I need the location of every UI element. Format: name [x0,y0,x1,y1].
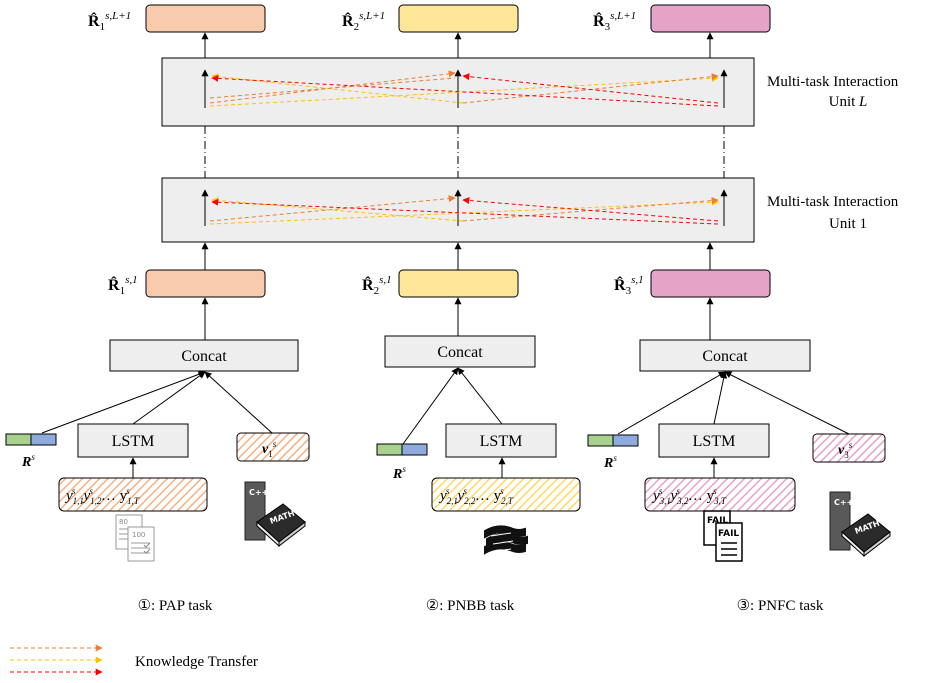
rs-label-1: Rs [21,452,35,470]
top-rep-box-1 [145,4,266,33]
math-book-icon: C++ MATH [829,491,891,558]
rs-block-blue-2 [401,443,428,456]
unit-L-label-line1: Multi-task Interaction [767,74,899,90]
seq-box-2 [431,477,581,512]
fail-papers-icon: FAIL FAIL [703,510,743,562]
legend: Knowledge Transfer [10,644,258,676]
lstm-box-3 [658,423,770,458]
lstm-label-3: LSTM [693,433,736,450]
pap-document-icon: 80 100 [115,514,155,562]
legend-label: Knowledge Transfer [135,654,258,670]
rs-block-blue-1 [30,433,57,446]
seq-box-3 [644,477,796,512]
layer1-representation-row: R̂1s,1 R̂2s,1 R̂3s,1 [108,269,771,298]
rep1-box-1 [145,269,266,298]
top-rep-label-1: R̂1s,L+1 [88,10,131,33]
rs-block-blue-3 [612,434,639,447]
top-rep-label-3: R̂3s,L+1 [593,10,636,33]
top-representation-row: R̂1s,L+1 R̂2s,L+1 R̂3s,L+1 [88,4,771,33]
v-box-3 [812,433,886,463]
rep1-label-2: R̂2s,1 [362,274,392,297]
lstm-box-1 [77,423,189,458]
unit-1-label-line2: Unit 1 [829,216,867,232]
books-stack-icon [484,525,528,555]
top-rep-box-2 [398,4,519,33]
unit-L-label-line2: Unit L [829,94,868,110]
svg-text:80: 80 [119,518,128,526]
lstm-box-2 [445,423,557,458]
svg-text:C++: C++ [834,498,853,507]
svg-text:FAIL: FAIL [718,529,739,539]
v-box-1 [236,432,310,462]
top-rep-box-3 [650,4,771,33]
math-book-icon: C++ MATH [244,481,306,548]
rep1-label-1: R̂1s,1 [108,274,138,297]
concat-box-3 [639,339,811,372]
svg-text:100: 100 [132,531,145,539]
concat-label-3: Concat [702,348,748,365]
rs-label-3: Rs [603,453,617,471]
rs-block-green-1 [5,433,32,446]
concat-box-1 [109,339,299,372]
rs-label-2: Rs [392,464,406,482]
task-caption-2: ②: PNBB task [426,598,515,614]
concat-label-2: Concat [437,344,483,361]
svg-text:C++: C++ [249,488,268,497]
rep1-label-3: R̂3s,1 [614,274,644,297]
lstm-label-2: LSTM [480,433,523,450]
interaction-unit-L [161,57,755,127]
rs-block-green-3 [587,434,614,447]
rep1-box-3 [650,269,771,298]
top-rep-label-2: R̂2s,L+1 [342,10,385,33]
svg-text:FAIL: FAIL [707,516,728,526]
concat-row: Concat Concat Concat [109,335,811,372]
rs-block-green-2 [376,443,403,456]
seq-box-1 [58,477,208,512]
concat-box-2 [384,335,536,368]
rep1-box-2 [398,269,519,298]
task-caption-1: ①: PAP task [138,598,213,614]
unit-1-label-line1: Multi-task Interaction [767,194,899,210]
interaction-unit-1 [161,177,755,243]
task-caption-3: ③: PNFC task [737,598,824,614]
concat-label-1: Concat [181,348,227,365]
lstm-label-1: LSTM [112,433,155,450]
